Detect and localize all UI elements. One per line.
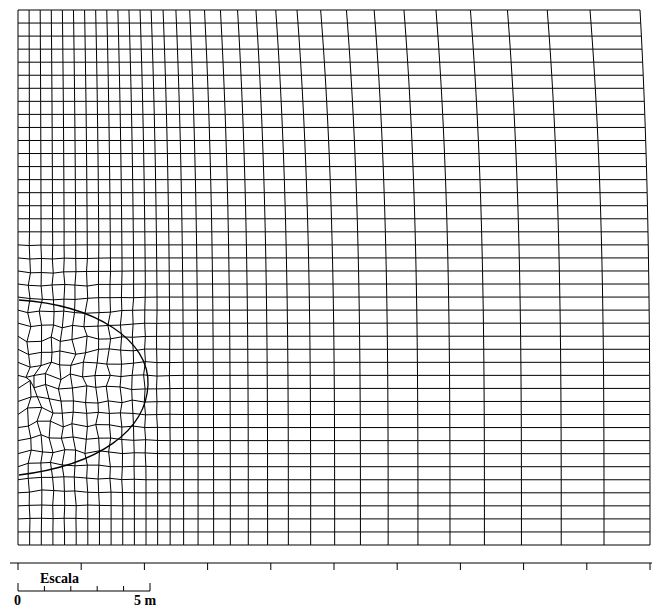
mesh-line [163,10,170,545]
mesh-line [547,10,561,545]
mesh-line [18,166,646,167]
mesh-line [18,153,646,154]
mesh-line [18,518,650,520]
mesh-line [18,531,650,532]
mesh-line [18,421,650,427]
mesh-line [18,88,644,89]
mesh-line [640,10,650,545]
scale-tick [18,583,19,591]
mesh-line [18,477,650,480]
mesh-line [18,179,647,180]
mesh-line [220,10,230,545]
mesh-line [18,505,650,507]
axis-tick [81,563,82,570]
mesh-line [190,10,198,545]
mesh-line [176,10,184,545]
axis-tick [334,563,335,570]
mesh-line [18,271,649,273]
axis-tick [586,563,587,570]
mesh-line [18,101,644,102]
axis [10,563,652,570]
axis-tick [144,563,145,570]
mesh-line [18,205,647,206]
mesh-line [70,10,76,545]
mesh-line [151,10,158,545]
mesh-line [140,10,146,545]
deformed-mesh [18,10,650,545]
scale-tick [123,586,124,591]
scale-label: Escala [40,572,79,586]
mesh-line [346,10,360,545]
mesh-line [204,10,213,545]
mesh-line [18,10,19,545]
mesh-line [18,218,648,219]
mesh-line [238,10,249,545]
mesh-line [58,10,64,545]
mesh-line [18,36,641,37]
mesh-line [18,127,645,128]
scale-tick [150,583,151,591]
mesh-line [18,10,640,11]
axis-tick [18,563,19,570]
mesh-line [18,140,646,141]
scale-tick [97,586,98,591]
mesh-line [470,10,484,545]
scale-bar [18,583,150,591]
scale-line [18,590,150,591]
mesh-line [18,114,645,115]
scale-label: 5 m [134,594,156,608]
mesh-line [374,10,388,545]
mesh-line [18,75,643,76]
mesh-line [118,10,123,545]
axis-tick [207,563,208,570]
axis-line [10,563,652,564]
scale-tick [70,586,71,591]
tunnel-outline [19,300,148,475]
mesh-line [18,545,650,546]
mesh-line [18,62,643,63]
axis-tick [523,563,524,570]
mesh-line [26,10,31,545]
mesh-line [106,10,111,545]
scale-label: 0 [14,594,21,608]
mesh-line [45,10,54,545]
axis-tick [460,563,461,570]
mesh-line [436,10,450,545]
axis-tick [270,563,271,570]
mesh-line [129,10,134,545]
mesh-line [18,462,650,466]
mesh-line [256,10,268,545]
mesh-line [590,10,604,545]
mesh-line [18,450,650,454]
mesh-line [321,10,335,545]
mesh-line [18,192,647,193]
scale-tick [44,586,45,591]
mesh-line [18,435,650,441]
mesh-line [18,258,648,259]
mesh-line [276,10,289,545]
mesh-line [404,10,418,545]
axis-tick [650,563,651,570]
mesh-line [18,231,648,232]
axis-tick [397,563,398,570]
mesh-line [34,10,43,545]
mesh-line [18,490,650,493]
mesh-line [18,244,648,246]
mesh-line [95,10,99,545]
mesh-line [507,10,521,545]
mesh-line [18,23,641,24]
mesh-line [297,10,311,545]
mesh-line [83,10,88,545]
mesh-line [18,49,642,50]
